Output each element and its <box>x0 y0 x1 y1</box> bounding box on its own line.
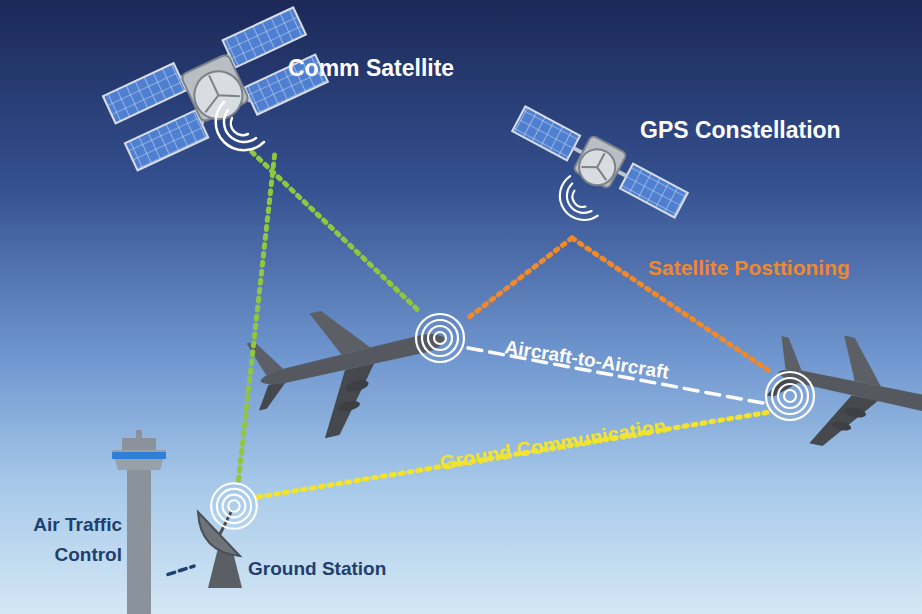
station-label-group: Ground Station <box>194 484 426 592</box>
node-label: Comm Satellite <box>288 55 454 82</box>
node-label: Ground Station <box>248 558 386 580</box>
satellite-label-group: Comm Satellite <box>110 15 460 155</box>
node-label: GPS Constellation <box>640 117 841 144</box>
satellite-label-group: GPS Constellation <box>515 105 907 230</box>
link-line <box>238 155 274 484</box>
node-label: Air Traffic Control <box>10 510 122 570</box>
link-label: Aircraft-to-Aircraft <box>503 336 670 384</box>
link-label: Ground Communication <box>438 414 668 474</box>
link-label: Satellite Posttioning <box>648 252 860 283</box>
tower-label-group: Air Traffic Control <box>8 430 168 614</box>
link-line <box>168 566 194 574</box>
